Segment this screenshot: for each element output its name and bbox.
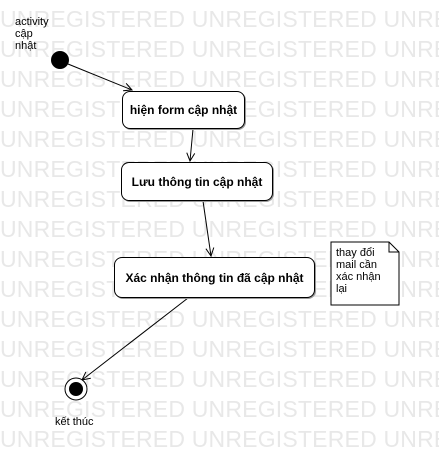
note-line: mail cần <box>336 259 377 271</box>
final-node-core <box>69 382 83 396</box>
end-label: kết thúc <box>55 416 94 428</box>
note-shape <box>330 241 400 306</box>
transition-start-to-show-form <box>67 63 132 90</box>
action-show-form: hiện form cập nhật <box>122 91 245 129</box>
action-save-info: Lưu thông tin cập nhật <box>121 162 273 201</box>
note-fold <box>388 242 399 253</box>
note-line: xác nhận <box>336 271 381 283</box>
note-line: lại <box>336 283 348 295</box>
diagram-title-line: nhật <box>15 40 37 52</box>
diagram-title-line: cập <box>15 28 33 40</box>
diagram-title-line: activity <box>15 16 49 28</box>
transition-confirm-to-end <box>82 297 189 380</box>
note-text: thay đổi mail cần xác nhận lại <box>336 247 396 295</box>
note-line: thay đổi <box>336 247 375 259</box>
transition-show-form-to-save <box>190 128 193 161</box>
diagram-title: activity cập nhật <box>15 16 49 52</box>
transition-save-to-confirm <box>202 200 211 256</box>
initial-node <box>51 51 69 69</box>
action-confirm-info: Xác nhận thông tin đã cập nhật <box>114 257 315 298</box>
